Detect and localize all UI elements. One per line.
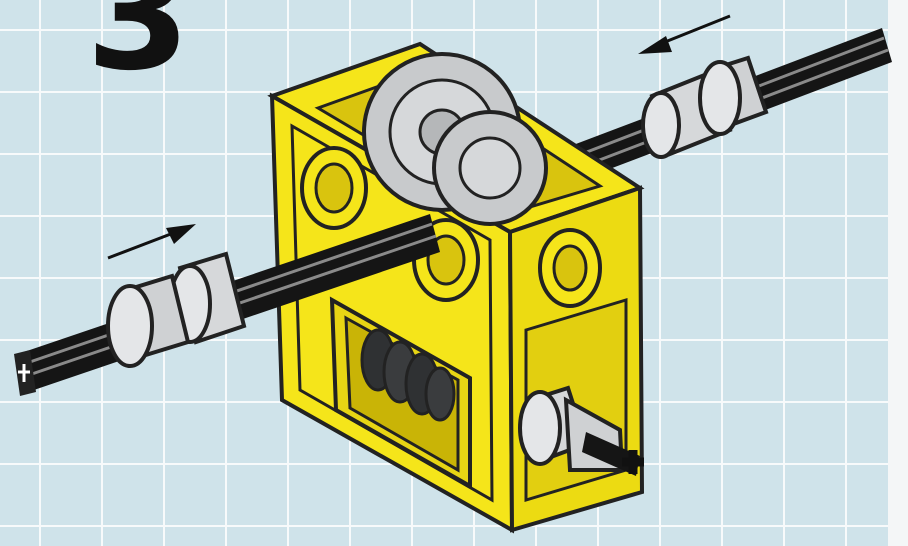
step-number: 3	[86, 0, 186, 92]
spur-gear	[434, 112, 546, 224]
rear-bushing-outer	[700, 58, 766, 134]
arrow-left-icon	[638, 16, 730, 54]
left-bushing-outer	[108, 276, 188, 366]
arrow-right-icon	[108, 224, 196, 258]
page-edge	[888, 0, 908, 546]
